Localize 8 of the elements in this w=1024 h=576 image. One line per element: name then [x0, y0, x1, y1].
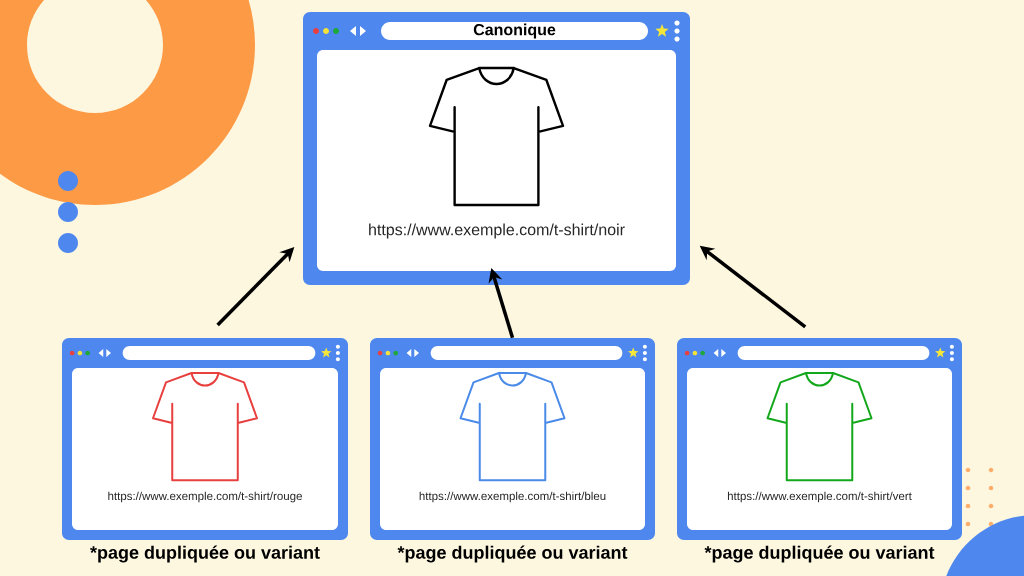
url-text: https://www.exemple.com/t-shirt/bleu [419, 491, 606, 503]
url-text: https://www.exemple.com/t-shirt/noir [369, 223, 625, 239]
caption-text: *page dupliquée ou variant [90, 545, 320, 563]
url-text: https://www.exemple.com/t-shirt/rouge [108, 491, 302, 503]
address-bar: Canonique [381, 22, 648, 40]
url-text: https://www.exemple.com/t-shirt/vert [727, 491, 912, 503]
caption-text: *page dupliquée ou variant [704, 545, 935, 563]
caption-text: *page dupliquée ou variant [397, 545, 628, 563]
